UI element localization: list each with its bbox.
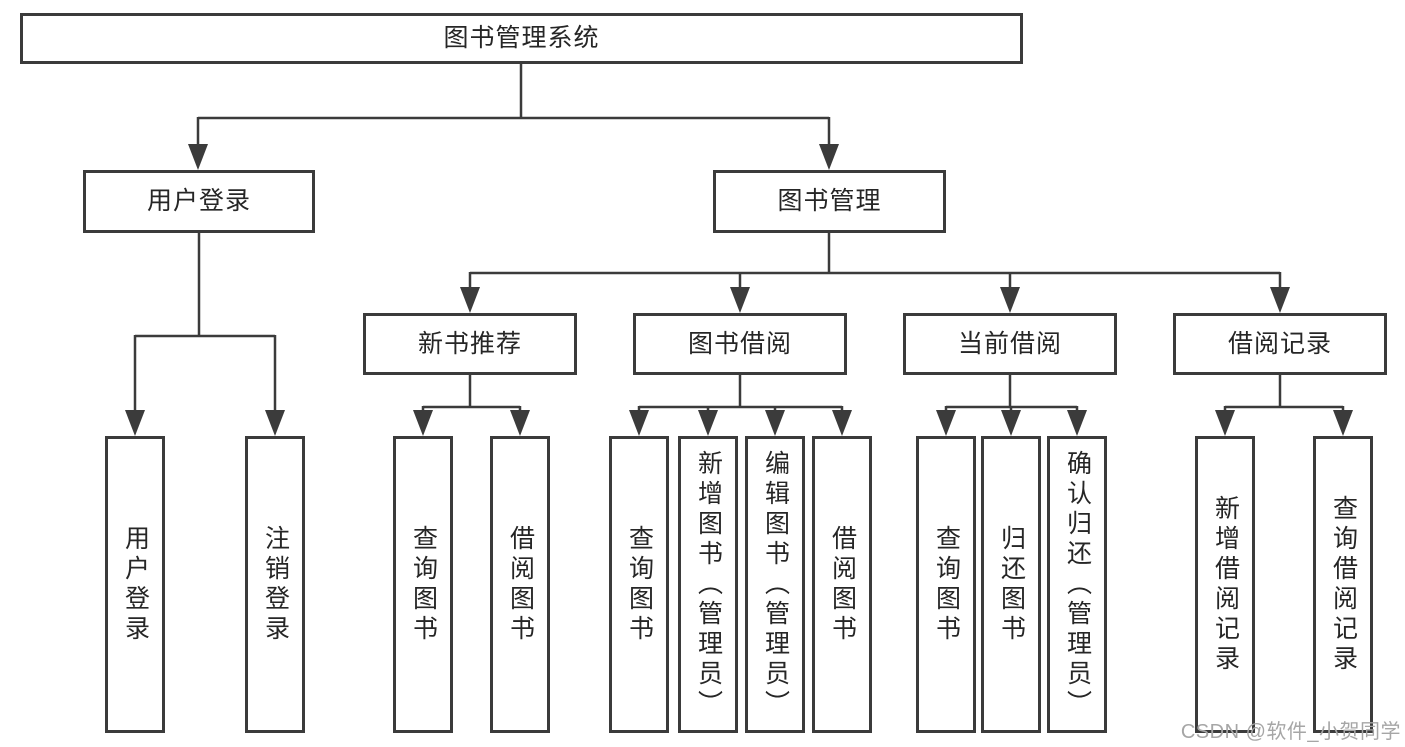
node-label: 新增图书（管理员） <box>694 449 723 720</box>
arrowhead <box>1067 410 1087 436</box>
leaf-query-books-current: 查询图书 <box>916 436 976 733</box>
leaf-confirm-return-admin: 确认归还（管理员） <box>1047 436 1107 733</box>
node-label: 当前借阅 <box>957 329 1062 358</box>
arrowhead <box>698 410 718 436</box>
leaf-logout: 注销登录 <box>245 436 305 733</box>
node-label: 用户登录 <box>146 187 251 215</box>
arrowhead <box>1000 287 1020 313</box>
node-book-borrowing: 图书借阅 <box>633 313 847 375</box>
arrowhead <box>1333 410 1353 436</box>
node-label: 借阅记录 <box>1227 329 1332 358</box>
node-label: 新增借阅记录 <box>1211 494 1240 675</box>
leaf-query-borrow-record: 查询借阅记录 <box>1313 436 1373 733</box>
node-label: 图书管理 <box>777 187 882 215</box>
node-label: 查询借阅记录 <box>1329 494 1358 675</box>
connector-book-borrowing-to-leaves <box>629 375 852 436</box>
arrowhead <box>188 144 208 170</box>
arrowhead <box>1001 410 1021 436</box>
node-user-login: 用户登录 <box>83 170 315 233</box>
leaf-add-books-admin: 新增图书（管理员） <box>678 436 738 733</box>
node-label: 借阅图书 <box>828 524 857 645</box>
arrowhead <box>265 410 285 436</box>
node-new-book-recommend: 新书推荐 <box>363 313 577 375</box>
arrowhead <box>936 410 956 436</box>
arrowhead <box>832 410 852 436</box>
connector-current-borrowing-to-leaves <box>936 375 1087 436</box>
leaf-query-books-borrowing: 查询图书 <box>609 436 669 733</box>
node-label: 用户登录 <box>121 524 150 645</box>
arrowhead <box>765 410 785 436</box>
connector-new-book-recommend-to-leaves <box>413 375 530 436</box>
node-label: 图书管理系统 <box>443 24 600 52</box>
leaf-add-borrow-record: 新增借阅记录 <box>1195 436 1255 733</box>
node-label: 查询图书 <box>409 524 438 645</box>
leaf-borrow-books-borrowing: 借阅图书 <box>812 436 872 733</box>
arrowhead <box>819 144 839 170</box>
node-label: 查询图书 <box>932 524 961 645</box>
node-label: 借阅图书 <box>506 524 535 645</box>
arrowhead <box>460 287 480 313</box>
node-borrow-records: 借阅记录 <box>1173 313 1387 375</box>
node-label: 确认归还（管理员） <box>1063 449 1092 720</box>
leaf-query-books-recommend: 查询图书 <box>393 436 453 733</box>
node-label: 编辑图书（管理员） <box>761 449 790 720</box>
connector-root-to-level2 <box>188 64 839 170</box>
connector-book-management-to-level3 <box>460 233 1290 313</box>
arrowhead <box>510 410 530 436</box>
connector-user-login-to-leaves <box>125 233 285 436</box>
node-label: 新书推荐 <box>417 329 522 358</box>
node-current-borrowing: 当前借阅 <box>903 313 1117 375</box>
node-label: 归还图书 <box>997 524 1026 645</box>
connector-borrow-records-to-leaves <box>1215 375 1353 436</box>
arrowhead <box>730 287 750 313</box>
node-book-management: 图书管理 <box>713 170 946 233</box>
leaf-borrow-books-recommend: 借阅图书 <box>490 436 550 733</box>
leaf-return-books: 归还图书 <box>981 436 1041 733</box>
arrowhead <box>1270 287 1290 313</box>
node-label: 注销登录 <box>261 524 290 645</box>
arrowhead <box>1215 410 1235 436</box>
arrowhead <box>413 410 433 436</box>
node-label: 图书借阅 <box>687 329 792 358</box>
node-label: 查询图书 <box>625 524 654 645</box>
arrowhead <box>125 410 145 436</box>
leaf-edit-books-admin: 编辑图书（管理员） <box>745 436 805 733</box>
csdn-watermark: CSDN @软件_小贺同学 <box>1180 721 1401 743</box>
leaf-user-login: 用户登录 <box>105 436 165 733</box>
node-library-management-system: 图书管理系统 <box>20 13 1023 64</box>
arrowhead <box>629 410 649 436</box>
